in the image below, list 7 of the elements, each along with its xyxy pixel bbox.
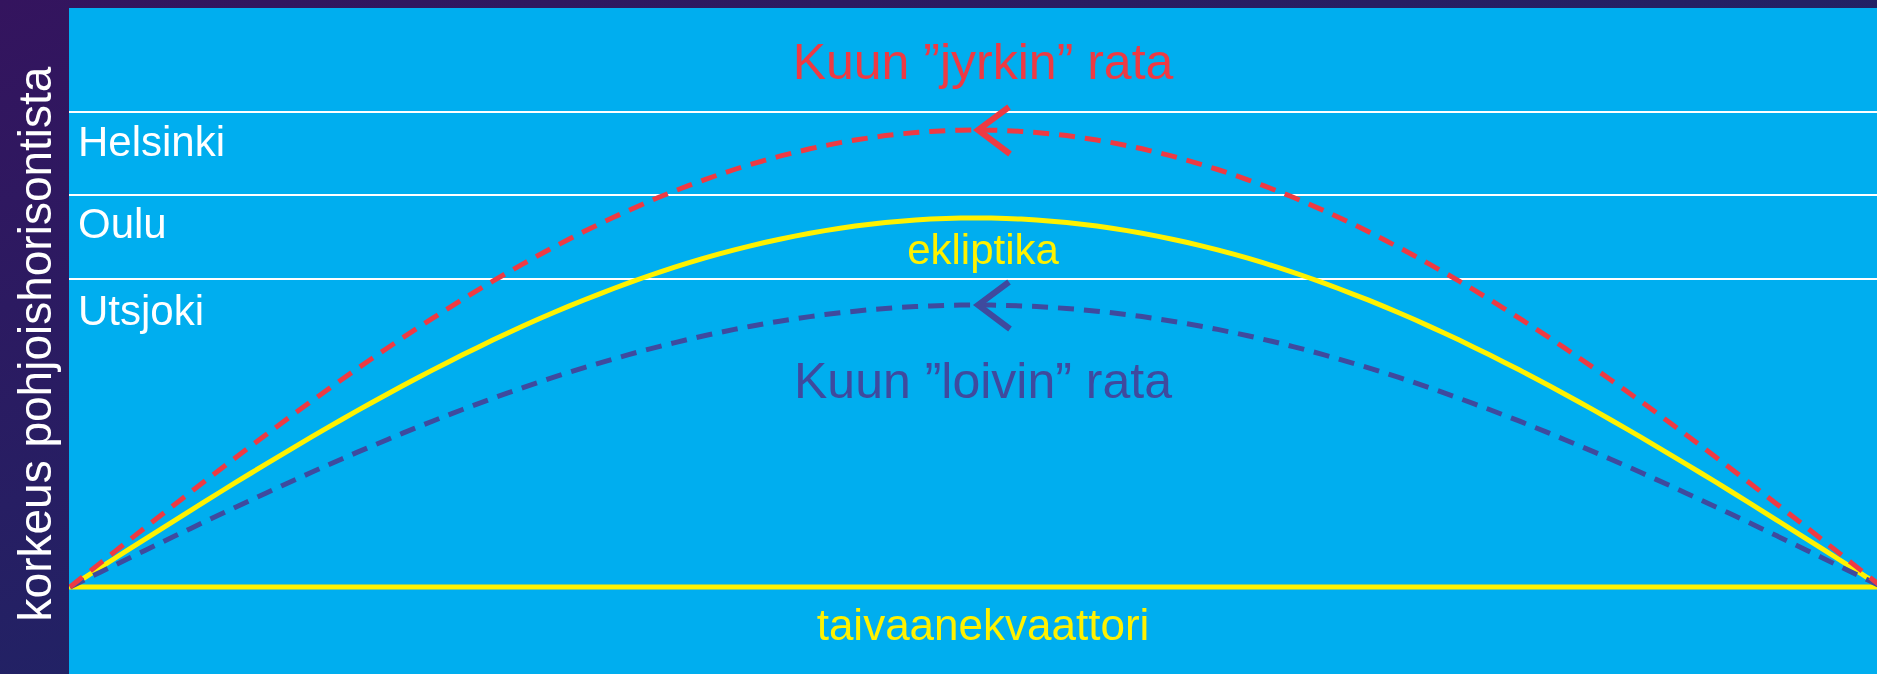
curve-label: ekliptika: [907, 229, 1059, 271]
city-label: Helsinki: [78, 121, 226, 163]
city-label: Oulu: [78, 203, 167, 245]
curve-label: Kuun ”loivin” rata: [794, 356, 1172, 406]
city-label: Utsjoki: [78, 290, 205, 332]
curve-label: Kuun ”jyrkin” rata: [792, 37, 1174, 87]
line-label: taivaanekvaattori: [816, 603, 1150, 647]
